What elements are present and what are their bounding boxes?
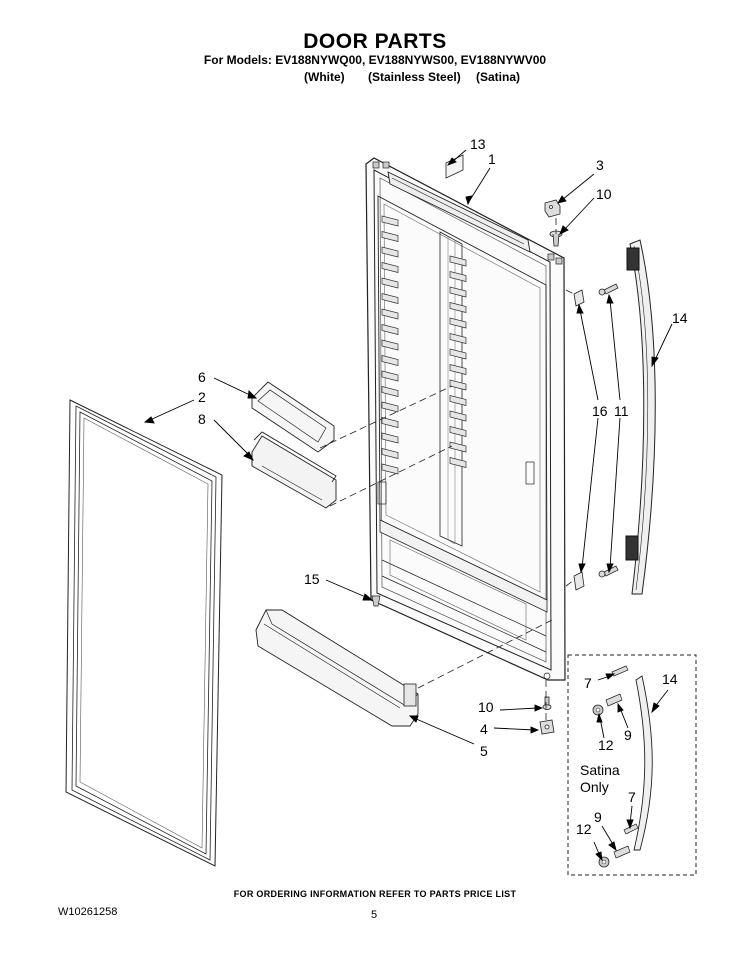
door-handle (625, 239, 656, 595)
callout-14: 14 (672, 310, 688, 326)
callout-4: 4 (480, 721, 488, 737)
shelf-rib (449, 302, 467, 313)
shelf-rib (449, 271, 467, 282)
shelf-rib (381, 417, 399, 428)
callout-15: 15 (304, 571, 320, 587)
door-corner-bushings (372, 161, 563, 265)
shelf-rib (449, 379, 467, 391)
shelf-rib (381, 339, 399, 351)
callout-5: 5 (480, 743, 488, 759)
top-hinge (544, 199, 561, 218)
shelf-rib (449, 457, 467, 468)
shelf-rib (381, 448, 399, 459)
callout-3: 3 (596, 157, 604, 173)
variant-stainless: (Stainless Steel) (368, 70, 461, 84)
bottom-bushing (542, 696, 552, 710)
variant-white: (White) (304, 70, 345, 84)
page-title: DOOR PARTS (303, 30, 447, 53)
shelf-rib (381, 231, 399, 242)
shelf-rib (381, 386, 399, 397)
shelf-rib (381, 370, 399, 382)
leader-lines (143, 149, 673, 862)
callout-11: 11 (614, 403, 629, 419)
callout-1: 1 (488, 151, 496, 167)
page-number: 5 (371, 909, 378, 921)
label-part (445, 154, 464, 179)
callout-7-inset-bottom: 7 (628, 789, 636, 805)
shelf-rib (381, 324, 399, 335)
shelf-rib (449, 410, 467, 422)
callout-8: 8 (198, 411, 206, 427)
inset-label-line1: Satina (580, 762, 620, 778)
shelf-rib (381, 277, 399, 289)
shelf-rib (449, 255, 467, 267)
inset-label-line2: Only (580, 779, 609, 795)
callout-10-bottom: 10 (478, 699, 494, 715)
shelf-rib (449, 364, 467, 375)
callout-16: 16 (592, 403, 608, 419)
shelf-rib (449, 348, 467, 360)
callout-9-inset-bottom: 9 (594, 809, 602, 825)
shelf-rib (381, 308, 399, 320)
callout-6: 6 (198, 369, 206, 385)
callout-9-inset-top: 9 (624, 727, 632, 743)
shelf-rib (381, 463, 399, 475)
handle-screws (598, 283, 619, 578)
callout-12-inset-bottom: 12 (576, 821, 592, 837)
shelf-rib (381, 293, 399, 304)
shelf-rib (449, 286, 467, 298)
callout-10-top: 10 (596, 186, 612, 202)
plug-part (371, 595, 381, 607)
model-list: For Models: EV188NYWQ00, EV188NYWS00, EV… (203, 53, 547, 67)
shelf-rib (381, 246, 399, 258)
shelf-rib (449, 426, 467, 437)
variant-satina: (Satina) (476, 70, 521, 84)
shelf-rib (381, 355, 399, 366)
shelf-cover (251, 381, 335, 453)
shelf-rib (449, 441, 467, 453)
shelf-ribs-left (381, 215, 399, 475)
callout-7-inset-top: 7 (584, 675, 592, 691)
callout-14-inset: 14 (662, 671, 678, 687)
document-number: W10261258 (58, 906, 118, 918)
callout-12-inset-top: 12 (598, 737, 614, 753)
shelf-rib (381, 432, 399, 444)
shelf-rib (381, 262, 399, 273)
shelf-rib (381, 401, 399, 413)
door-bin (251, 431, 337, 509)
large-door-bin (255, 609, 419, 727)
shelf-ribs-right (449, 255, 467, 468)
shelf-rib (449, 395, 467, 406)
handle-mount-clips (573, 289, 585, 591)
bottom-hinge (539, 719, 555, 735)
shelf-rib (449, 333, 467, 344)
shelf-rib (449, 317, 467, 329)
assembly-lines (319, 218, 575, 722)
door-gasket (65, 399, 223, 867)
callout-2: 2 (198, 389, 206, 405)
callout-numbers: 13 1 3 10 14 16 11 6 2 8 15 10 4 5 7 14 … (198, 136, 688, 837)
shelf-rib (381, 215, 399, 227)
ordering-note: FOR ORDERING INFORMATION REFER TO PARTS … (233, 889, 517, 899)
callout-13: 13 (470, 136, 486, 152)
